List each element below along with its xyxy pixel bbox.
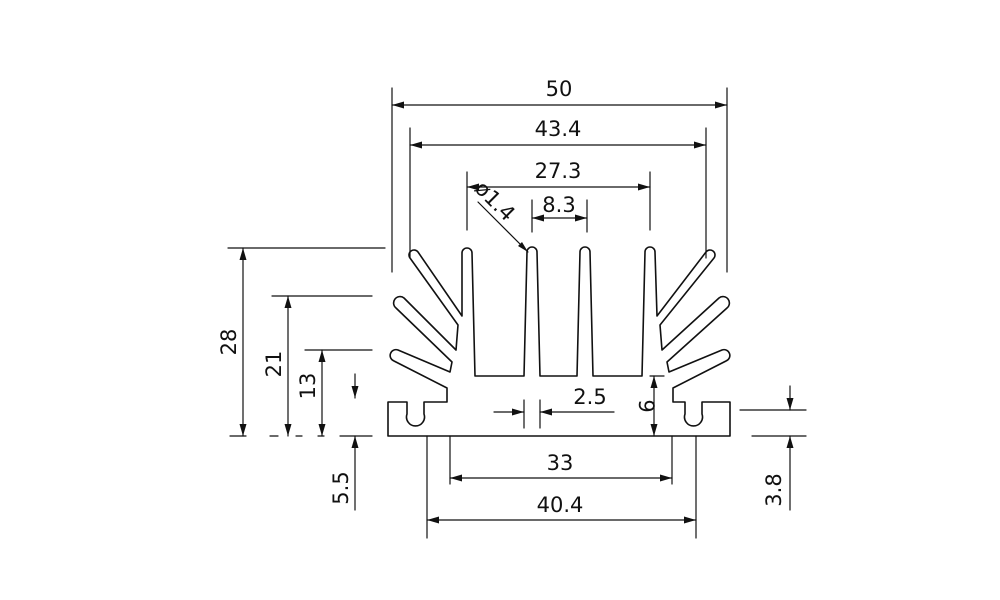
dim-total-height: 28 bbox=[217, 329, 241, 356]
dim-lower-fin-height: 13 bbox=[296, 373, 320, 400]
dim-slot-span: 33 bbox=[547, 451, 574, 475]
dim-center-gap: 8.3 bbox=[542, 193, 575, 217]
dim-overall-width: 50 bbox=[546, 77, 573, 101]
heatsink-profile bbox=[387, 246, 731, 437]
dim-base-height: 9 bbox=[634, 399, 658, 412]
dimension-labels: 50 43.4 27.3 8.3 ø1.4 2.5 33 40.4 28 21 … bbox=[217, 77, 786, 517]
dim-outer-fin-height: 21 bbox=[262, 351, 286, 378]
dim-fin-thickness: 2.5 bbox=[573, 385, 606, 409]
dim-slot-level: 5.5 bbox=[329, 471, 353, 504]
dimension-lines bbox=[239, 101, 794, 524]
extension-lines bbox=[227, 87, 807, 539]
dim-inner-span: 27.3 bbox=[535, 159, 582, 183]
dim-fin-span: 43.4 bbox=[535, 117, 582, 141]
profile-outline bbox=[387, 246, 731, 437]
dim-base-thickness: 3.8 bbox=[762, 473, 786, 506]
dim-base-width: 40.4 bbox=[537, 493, 584, 517]
